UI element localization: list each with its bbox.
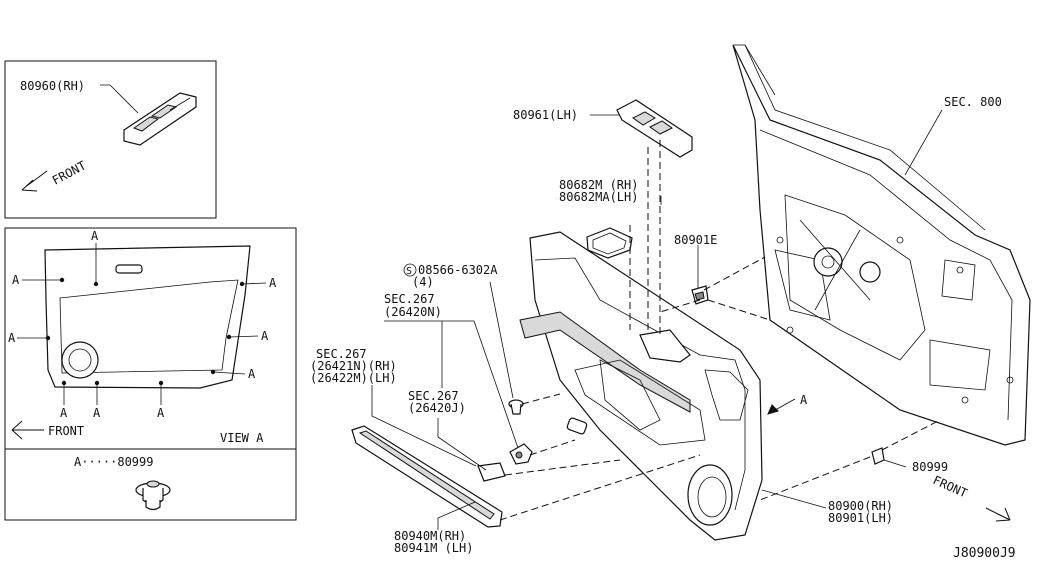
- front-arrow-main: FRONT: [931, 473, 1011, 522]
- lamp-parts-drawing: [477, 443, 533, 482]
- inset-view-a-frame: [4, 227, 297, 521]
- label-80900-rh: 80900(RH): [828, 499, 893, 513]
- finisher-80940m-drawing: [351, 425, 503, 528]
- label-26420n: (26420N): [384, 305, 442, 319]
- assembly-lines: [499, 140, 941, 521]
- label-80682ma-lh: 80682MA(LH): [559, 190, 638, 204]
- leader-lines: [371, 109, 943, 530]
- label-80961-lh: 80961(LH): [513, 108, 578, 122]
- marker-a: A: [269, 276, 277, 290]
- inset-switch-frame: [4, 60, 217, 219]
- label-screw-qty: (4): [412, 275, 434, 289]
- label-80682m-rh: 80682M (RH): [559, 178, 638, 192]
- front-arrow-view-a: FRONT: [11, 420, 84, 440]
- marker-a: A: [8, 331, 16, 345]
- screw-label-group: S 08566-6302A (4): [403, 263, 498, 289]
- label-26420j: (26420J): [408, 401, 466, 415]
- label-view-a: VIEW A: [220, 431, 264, 445]
- door-trim-outline-view-a: [44, 245, 251, 389]
- label-80940m-rh: 80940M(RH): [394, 529, 466, 543]
- marker-a: A: [157, 406, 165, 420]
- label-sec267-a: SEC.267: [384, 292, 435, 306]
- label-sec267-c: SEC.267: [408, 389, 459, 403]
- front-arrow-inset-1: FRONT: [21, 158, 88, 192]
- clip-markers-view-a: A A A A A A A A A: [8, 229, 277, 420]
- door-trim-panel-drawing: [519, 231, 763, 541]
- screw-08566-drawing: [508, 399, 524, 415]
- marker-a: A: [261, 329, 269, 343]
- marker-a: A: [12, 273, 20, 287]
- clip-80999-main-drawing: [871, 447, 885, 465]
- label-26422m-lh: (26422M)(LH): [310, 371, 397, 385]
- label-front-view-a: FRONT: [48, 424, 84, 438]
- label-sec800: SEC. 800: [944, 95, 1002, 109]
- door-inner-panel: [732, 44, 1031, 446]
- label-26421n-rh: (26421N)(RH): [310, 359, 397, 373]
- label-view-arrow-a: A: [800, 393, 808, 407]
- clip-80999-drawing: [135, 480, 171, 511]
- switch-panel-80960-drawing: [123, 92, 197, 146]
- label-front-main: FRONT: [931, 473, 970, 500]
- label-diagram-code: J80900J9: [953, 546, 1016, 561]
- label-80941m-lh: 80941M (LH): [394, 541, 473, 555]
- marker-a: A: [91, 229, 99, 243]
- label-80999: 80999: [912, 460, 948, 474]
- label-80960-rh: 80960(RH): [20, 79, 85, 93]
- marker-a: A: [248, 367, 256, 381]
- label-front-inset-1: FRONT: [50, 158, 88, 187]
- label-clip-legend: A·····80999: [74, 455, 153, 469]
- view-a-arrow: A: [767, 393, 808, 415]
- marker-a: A: [60, 406, 68, 420]
- label-screw-08566: 08566-6302A: [418, 263, 498, 277]
- inset-switch-panel: 80960(RH) FRONT: [4, 60, 217, 219]
- marker-a: A: [93, 406, 101, 420]
- label-sec267-b: SEC.267: [316, 347, 367, 361]
- inset-view-a: A A A A A A A A A FRONT VIEW A A·····809…: [4, 227, 297, 521]
- label-80901e: 80901E: [674, 233, 717, 247]
- label-80901-lh: 80901(LH): [828, 511, 893, 525]
- switch-panel-80961-drawing: [616, 99, 693, 158]
- label-screw-symbol: S: [406, 266, 412, 277]
